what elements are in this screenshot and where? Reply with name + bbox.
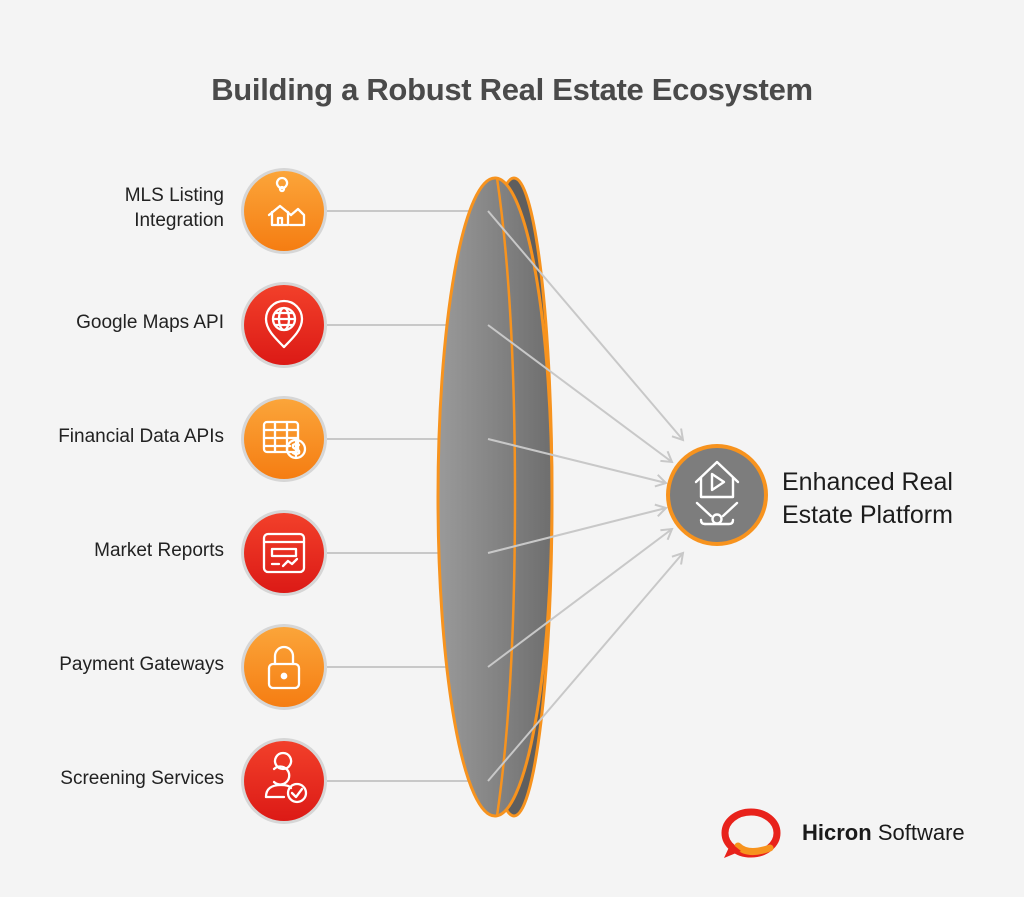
source-node bbox=[241, 396, 327, 482]
source-label-line: MLS Listing bbox=[124, 185, 224, 206]
globe-pin-icon bbox=[264, 299, 304, 349]
source-node-circle bbox=[244, 741, 324, 821]
hicron-logo-icon bbox=[721, 808, 781, 858]
source-label: Market Reports bbox=[94, 539, 224, 564]
connector-arrow bbox=[487, 210, 685, 442]
source-label: Payment Gateways bbox=[59, 653, 224, 678]
source-label: Financial Data APIs bbox=[58, 425, 224, 450]
source-node bbox=[241, 738, 327, 824]
source-node-circle bbox=[244, 513, 324, 593]
user-check-icon bbox=[264, 751, 308, 804]
smart-home-icon bbox=[694, 460, 740, 526]
brand-name: Hicron Software bbox=[802, 820, 965, 846]
diagram-title: Building a Robust Real Estate Ecosystem bbox=[211, 72, 813, 107]
spreadsheet-dollar-icon bbox=[262, 420, 307, 460]
source-node bbox=[241, 510, 327, 596]
brand-logo: Hicron Software bbox=[718, 808, 978, 860]
connector-arrow bbox=[487, 324, 674, 464]
connector-lines bbox=[327, 210, 488, 782]
source-label-line: Screening Services bbox=[60, 767, 224, 789]
connector-arrow bbox=[487, 503, 668, 554]
source-label-line: Market Reports bbox=[94, 539, 224, 561]
brand-name-light: Software bbox=[877, 820, 965, 845]
front-connector-lines bbox=[487, 210, 685, 782]
house-location-icon bbox=[267, 176, 306, 227]
brand-name-bold: Hicron bbox=[802, 820, 872, 845]
connector-arrow bbox=[487, 551, 685, 782]
connector-arrow bbox=[487, 438, 668, 488]
source-node bbox=[241, 624, 327, 710]
source-node bbox=[241, 282, 327, 368]
connector-arrow bbox=[487, 527, 674, 668]
lens-shape bbox=[436, 176, 554, 818]
source-label-line: Google Maps API bbox=[76, 311, 224, 333]
target-node bbox=[666, 444, 768, 546]
source-label-line: Payment Gateways bbox=[59, 653, 224, 675]
target-label: Enhanced Real Estate Platform bbox=[782, 466, 953, 533]
padlock-icon bbox=[267, 645, 301, 690]
source-node-circle bbox=[244, 171, 324, 251]
report-chart-icon bbox=[262, 532, 306, 574]
source-label: Screening Services bbox=[60, 767, 224, 792]
source-label: Google Maps API bbox=[76, 311, 224, 336]
source-node-circle bbox=[244, 627, 324, 707]
source-node bbox=[241, 168, 327, 254]
source-label-line: Integration bbox=[134, 209, 224, 231]
source-label-line: Financial Data APIs bbox=[58, 425, 224, 447]
target-label-line-1: Enhanced Real bbox=[782, 468, 953, 496]
target-label-line-2: Estate Platform bbox=[782, 501, 953, 530]
